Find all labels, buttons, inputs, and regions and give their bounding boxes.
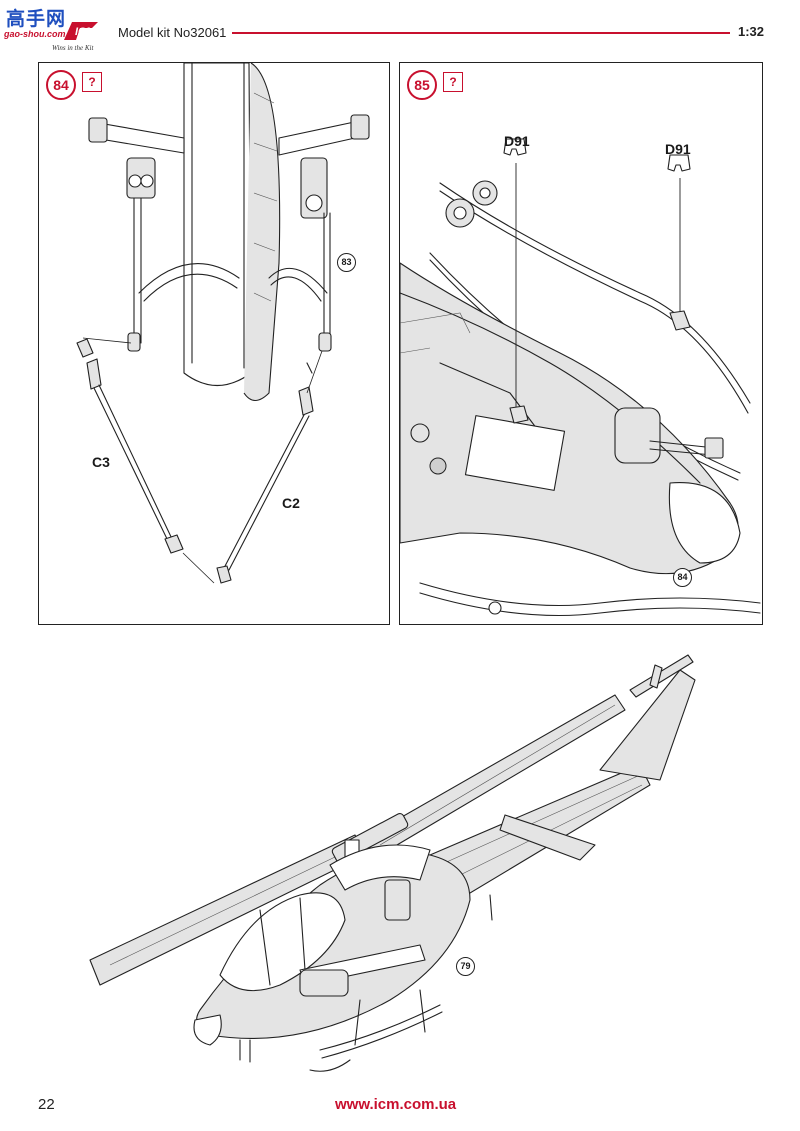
logo-tagline: Wins in the Kit (52, 44, 94, 52)
part-label-d91-left: D91 (504, 133, 530, 149)
step-number-badge: 85 (407, 70, 437, 100)
step-85-drawing (399, 138, 761, 616)
step-84-panel: 84 ? 83 (38, 62, 390, 625)
step-number-badge: 84 (46, 70, 76, 100)
subassembly-callout: 83 (337, 253, 356, 272)
part-label-d91-right: D91 (665, 141, 691, 157)
help-icon[interactable]: ? (443, 72, 463, 92)
icm-logo: ICM (64, 22, 98, 40)
scale-label: 1:32 (738, 24, 765, 39)
part-label-c3: C3 (92, 454, 110, 470)
header-rule (232, 32, 730, 34)
part-label-c2: C2 (282, 495, 300, 511)
step-84-drawing (76, 62, 370, 584)
page-number: 22 (38, 1096, 55, 1113)
subassembly-callout: 79 (456, 957, 475, 976)
subassembly-callout: 84 (673, 568, 692, 587)
help-icon[interactable]: ? (82, 72, 102, 92)
site-logo-domain: gao-shou.com (4, 29, 66, 39)
step-85-panel: 85 ? D91 D91 84 (399, 62, 763, 625)
helicopter-overview-drawing (89, 654, 696, 1072)
footer-url-link[interactable]: www.icm.com.ua (335, 1096, 457, 1113)
model-kit-title: Model kit No32061 (118, 25, 227, 40)
site-logo-text: 高手网 (6, 8, 67, 30)
svg-text:ICM: ICM (75, 26, 96, 38)
